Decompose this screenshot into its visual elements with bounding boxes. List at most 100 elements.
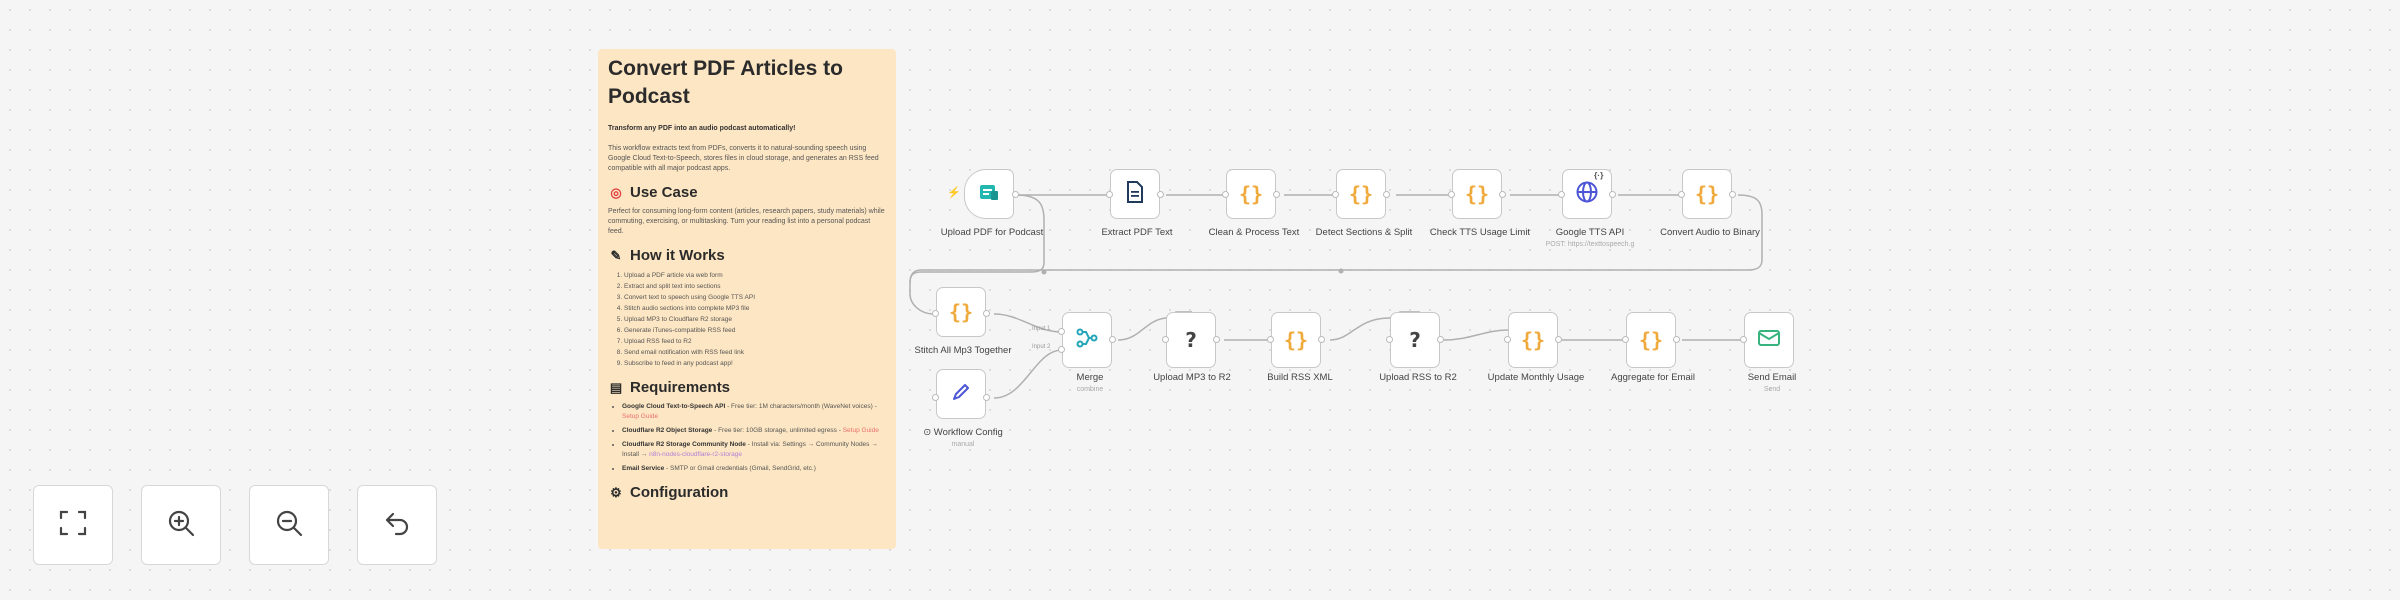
output-port[interactable] — [1729, 191, 1736, 198]
node-clean-process-text[interactable]: {} — [1226, 169, 1276, 219]
zoom-in-button[interactable] — [141, 485, 221, 565]
input-port[interactable] — [1740, 336, 1747, 343]
node-extract-pdf-text[interactable] — [1110, 169, 1160, 219]
input-port[interactable] — [1386, 336, 1393, 343]
use-case-heading: ◎ Use Case — [608, 184, 886, 201]
zoom-out-button[interactable] — [249, 485, 329, 565]
list-item: Subscribe to feed in any podcast app! — [624, 358, 886, 369]
list-item: Cloudflare R2 Object Storage - Free tier… — [622, 426, 886, 436]
pinned-data-badge: {·} — [1594, 170, 1604, 180]
node-update-usage[interactable]: {} — [1508, 312, 1558, 368]
node-sublabel: Send — [1763, 386, 1781, 393]
code-braces-icon: {} — [1238, 182, 1264, 206]
list-item: Email Service - SMTP or Gmail credential… — [622, 464, 886, 474]
input-port[interactable] — [932, 394, 939, 401]
node-label: Convert Audio to Binary — [1660, 227, 1760, 238]
code-braces-icon: {} — [1283, 328, 1309, 352]
pencil-icon: ✎ — [610, 247, 622, 263]
merge-input-1-label: Input 1 — [1032, 326, 1051, 332]
sticky-title: Convert PDF Articles to Podcast — [608, 57, 843, 108]
node-sublabel: manual — [951, 441, 975, 448]
input-port[interactable] — [1622, 336, 1629, 343]
code-braces-icon: {} — [1348, 182, 1374, 206]
how-it-works-heading: ✎ How it Works — [608, 247, 886, 264]
output-port[interactable] — [1555, 336, 1562, 343]
fit-view-button[interactable] — [33, 485, 113, 565]
code-braces-icon: {} — [948, 300, 974, 324]
zoom-out-icon — [274, 508, 304, 543]
node-label: Upload PDF for Podcast — [940, 227, 1044, 238]
node-stitch-mp3[interactable]: {} — [936, 287, 986, 337]
pencil-icon — [950, 381, 972, 408]
list-item: Upload MP3 to Cloudflare R2 storage — [624, 314, 886, 325]
list-item: Stitch audio sections into complete MP3 … — [624, 303, 886, 314]
node-label: Check TTS Usage Limit — [1429, 227, 1531, 238]
node-upload-mp3[interactable]: ? — [1166, 312, 1216, 368]
input-port[interactable] — [1448, 191, 1455, 198]
node-check-tts-usage[interactable]: {} — [1452, 169, 1502, 219]
output-port[interactable] — [1157, 191, 1164, 198]
document-icon — [1125, 180, 1145, 208]
zoom-in-icon — [166, 508, 196, 543]
input-port[interactable] — [1332, 191, 1339, 198]
output-port[interactable] — [1273, 191, 1280, 198]
output-port[interactable] — [983, 394, 990, 401]
setup-guide-link[interactable]: Setup Guide — [622, 413, 659, 420]
trigger-bolt-icon: ⚡ — [947, 187, 961, 199]
input-port[interactable] — [1058, 328, 1065, 335]
output-port[interactable] — [1318, 336, 1325, 343]
gear-icon: ⚙ — [610, 484, 622, 500]
input-port[interactable] — [1106, 191, 1113, 198]
how-it-works-steps: Upload a PDF article via web form Extrac… — [608, 270, 886, 369]
output-port[interactable] — [1437, 336, 1444, 343]
input-port[interactable] — [1222, 191, 1229, 198]
output-port[interactable] — [1213, 336, 1220, 343]
unknown-node-icon: ? — [1185, 328, 1197, 352]
node-label: Google TTS API — [1555, 227, 1625, 238]
setup-guide-link[interactable]: Setup Guide — [842, 427, 879, 434]
sticky-description: This workflow extracts text from PDFs, c… — [608, 145, 879, 172]
use-case-text: Perfect for consuming long-form content … — [608, 208, 885, 235]
node-build-rss[interactable]: {} — [1271, 312, 1321, 368]
list-item: Extract and split text into sections — [624, 281, 886, 292]
node-label: Build RSS XML — [1267, 372, 1333, 383]
form-icon — [977, 180, 1001, 209]
list-item: Google Cloud Text-to-Speech API - Free t… — [622, 402, 886, 422]
node-convert-audio[interactable]: {} — [1682, 169, 1732, 219]
node-workflow-config[interactable] — [936, 369, 986, 419]
input-port[interactable] — [1058, 346, 1065, 353]
output-port[interactable] — [1499, 191, 1506, 198]
fullscreen-icon — [58, 508, 88, 543]
clipboard-icon: ▤ — [609, 379, 623, 395]
globe-icon — [1575, 180, 1599, 209]
reset-zoom-button[interactable] — [357, 485, 437, 565]
input-port[interactable] — [1162, 336, 1169, 343]
node-aggregate-email[interactable]: {} — [1626, 312, 1676, 368]
node-detect-sections[interactable]: {} — [1336, 169, 1386, 219]
sticky-note[interactable]: Convert PDF Articles to Podcast Transfor… — [598, 49, 896, 549]
node-upload-pdf[interactable] — [964, 169, 1014, 219]
input-port[interactable] — [1267, 336, 1274, 343]
input-port[interactable] — [1558, 191, 1565, 198]
node-send-email[interactable] — [1744, 312, 1794, 368]
input-port[interactable] — [932, 310, 939, 317]
output-port[interactable] — [1383, 191, 1390, 198]
output-port[interactable] — [1673, 336, 1680, 343]
settings-indicator-icon: ⊙ — [923, 427, 934, 438]
input-port[interactable] — [1678, 191, 1685, 198]
input-port[interactable] — [1504, 336, 1511, 343]
output-port[interactable] — [983, 310, 990, 317]
code-braces-icon: {} — [1638, 328, 1664, 352]
output-port[interactable] — [1012, 191, 1019, 198]
node-google-tts-api[interactable] — [1562, 169, 1612, 219]
output-port[interactable] — [1609, 191, 1616, 198]
output-port[interactable] — [1109, 336, 1116, 343]
use-case-heading-text: Use Case — [630, 184, 698, 201]
node-upload-rss[interactable]: ? — [1390, 312, 1440, 368]
code-braces-icon: {} — [1464, 182, 1490, 206]
package-name: n8n-nodes-cloudflare-r2-storage — [649, 451, 742, 458]
node-merge[interactable] — [1062, 312, 1112, 368]
email-icon — [1757, 328, 1781, 353]
node-label: Upload RSS to R2 — [1379, 372, 1457, 383]
requirements-heading: ▤ Requirements — [608, 379, 886, 396]
